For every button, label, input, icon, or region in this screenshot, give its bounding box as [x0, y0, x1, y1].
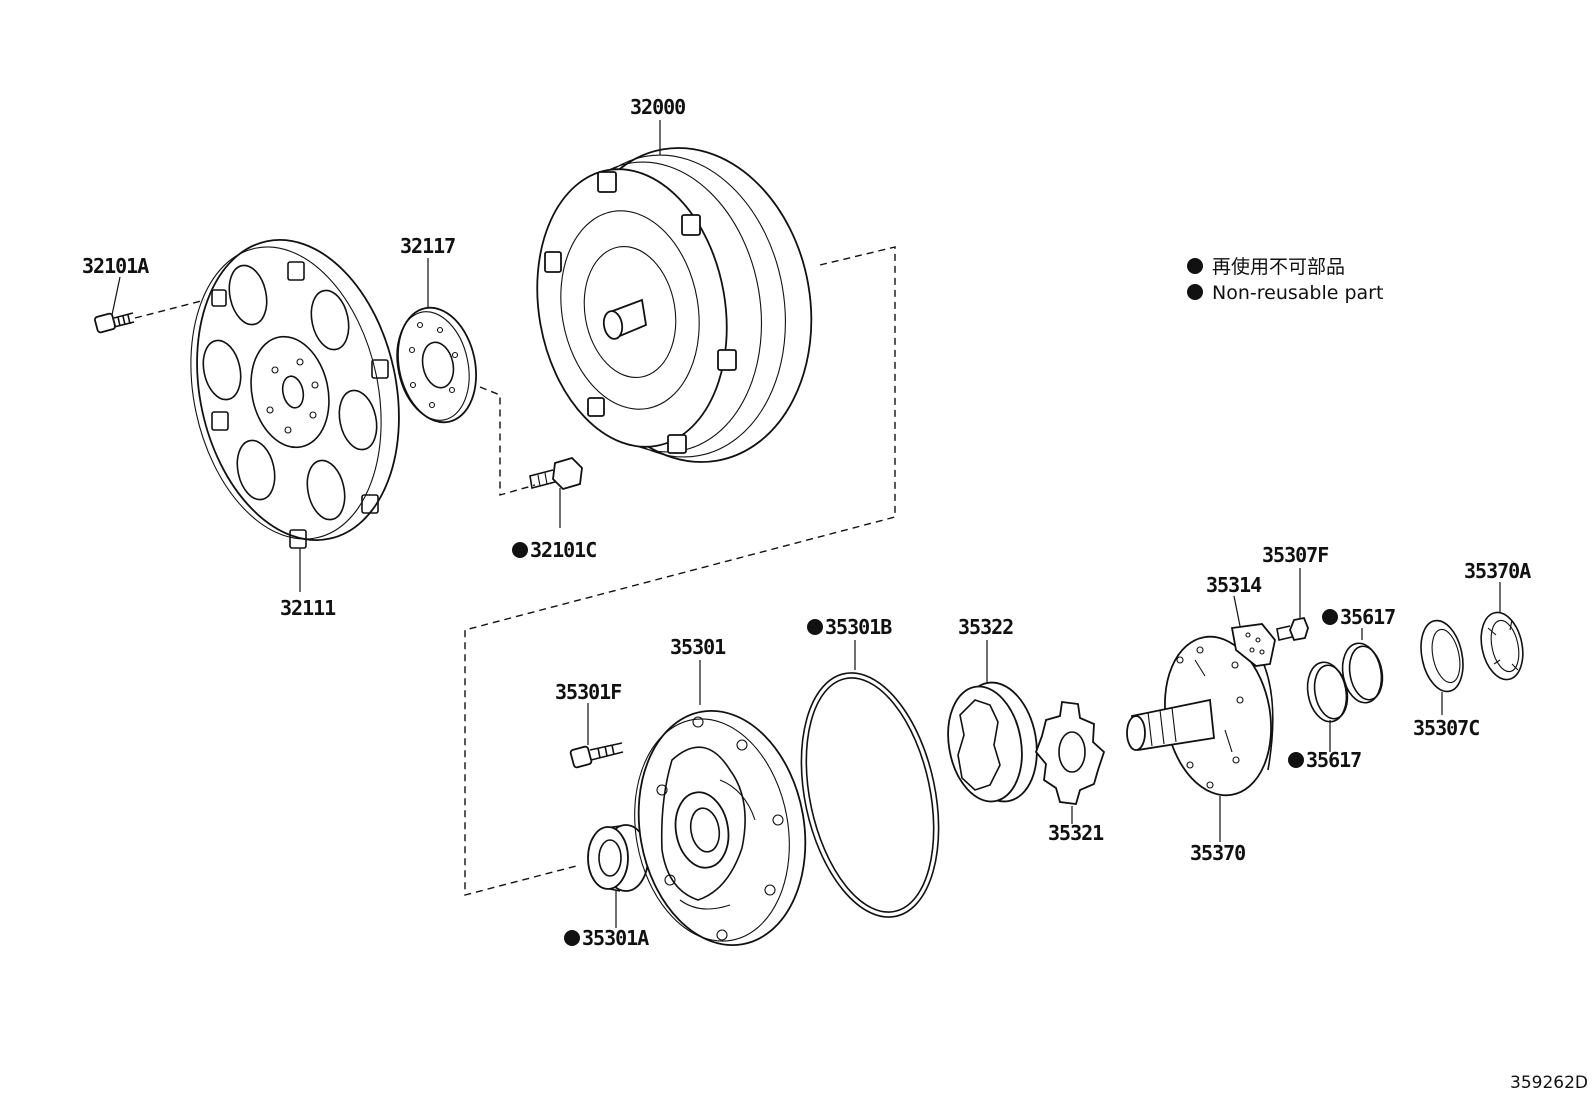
driven-gear-35322: [947, 681, 1038, 803]
part-number-35322: 35322: [958, 615, 1013, 639]
seal-ring-35617-a: [1341, 642, 1384, 704]
assembly-line-bolt-to-drive-plate: [134, 299, 206, 319]
part-number-35307c: 35307C: [1413, 716, 1479, 740]
drive-plate-32111: [190, 239, 400, 549]
bolt-35301f: [569, 742, 624, 769]
part-number-35370a: 35370A: [1464, 559, 1531, 583]
legend-text-japanese: 再使用不可部品: [1212, 256, 1345, 278]
non-reusable-marker-35301a: [564, 930, 580, 946]
assembly-line-converter-to-pump: [464, 246, 896, 896]
part-number-32117: 32117: [400, 234, 455, 258]
part-number-35314: 35314: [1206, 573, 1262, 597]
oil-seal-35301a: [587, 824, 649, 892]
non-reusable-marker-35617-b: [1288, 752, 1304, 768]
part-number-32101c: 32101C: [530, 538, 596, 562]
part-number-35321: 35321: [1048, 821, 1104, 845]
assembly-line-bolt-to-spacer: [479, 386, 536, 496]
leader-lines: [111, 120, 1501, 928]
legend: 再使用不可部品 Non-reusable part: [1187, 256, 1383, 304]
part-number-35617-b: 35617: [1306, 748, 1361, 772]
part-number-35301a: 35301A: [582, 926, 649, 950]
non-reusable-marker-35301b: [807, 619, 823, 635]
oil-pump-body-35301: [634, 710, 807, 946]
bolt-35307f: [1276, 616, 1309, 642]
torque-converter-32000: [536, 147, 813, 463]
thrust-washer-35307c: [1420, 619, 1464, 693]
plate-35314: [1230, 623, 1276, 667]
bushing-35370a: [1480, 611, 1524, 681]
seal-ring-35617-b: [1306, 661, 1349, 723]
part-number-35301b: 35301B: [825, 615, 892, 639]
part-number-32101a: 32101A: [82, 254, 149, 278]
part-number-35301f: 35301F: [555, 680, 621, 704]
legend-text-english: Non-reusable part: [1212, 282, 1383, 304]
part-number-35307f: 35307F: [1262, 543, 1328, 567]
bolt-32101c: [529, 456, 583, 491]
legend-marker-japanese: [1187, 258, 1203, 274]
non-reusable-marker-35617-a: [1322, 609, 1338, 625]
o-ring-35301b: [800, 672, 940, 918]
part-number-32111: 32111: [280, 596, 336, 620]
bolt-32101a: [94, 312, 135, 334]
drive-gear-35321: [1034, 700, 1106, 805]
part-number-35617-a: 35617: [1340, 605, 1395, 629]
part-number-32000: 32000: [630, 95, 685, 119]
legend-marker-english: [1187, 284, 1203, 300]
non-reusable-marker-32101c: [512, 542, 528, 558]
spacer-32117: [396, 306, 477, 424]
part-number-35301: 35301: [670, 635, 726, 659]
stator-shaft-35370: [1126, 635, 1274, 797]
part-number-35370: 35370: [1190, 841, 1245, 865]
diagram-id: 359262D: [1510, 1073, 1588, 1093]
